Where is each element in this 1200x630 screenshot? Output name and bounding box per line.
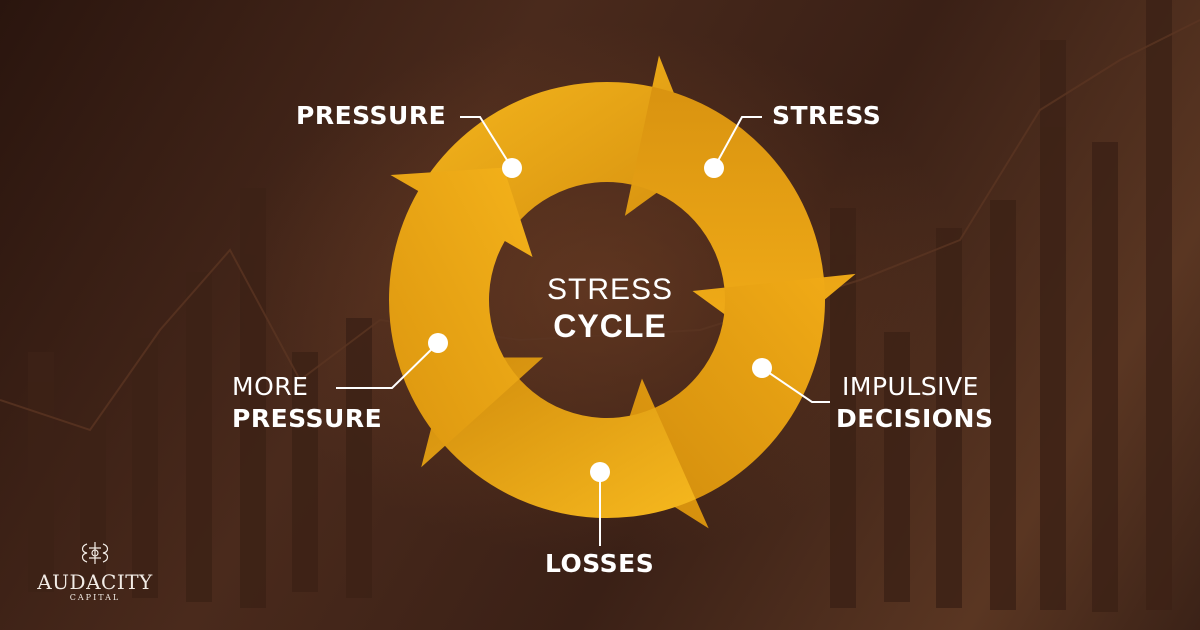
brand-name: AUDACITY [37, 570, 153, 594]
bg-bar [240, 188, 266, 608]
stage-label-impulsive-line1: IMPULSIVE [842, 372, 979, 401]
connector-impulsive [761, 367, 830, 403]
ornamental-monogram-icon [81, 542, 109, 564]
stage-dot-pressure [502, 158, 522, 178]
stage-label-stress: STRESS [772, 101, 882, 130]
bg-bar [936, 228, 962, 608]
bg-bar [1092, 142, 1118, 612]
bg-trend-line [0, 19, 1200, 432]
bg-bar [132, 338, 158, 598]
stage-dot-losses [590, 462, 610, 482]
brand-logo: AUDACITY CAPITAL [30, 540, 160, 603]
stage-label-losses: LOSSES [545, 549, 655, 578]
stage-dot-impulsive [752, 358, 772, 378]
stage-label-more-line2: PRESSURE [232, 404, 383, 433]
cycle-title-line2: CYCLE [553, 308, 667, 344]
arrow-segment-left [389, 167, 533, 446]
connector-pressure [460, 116, 513, 169]
bg-bar [1146, 0, 1172, 610]
stage-label-impulsive-line2: DECISIONS [836, 404, 994, 433]
stage-label-more-line1: MORE [232, 372, 309, 401]
bg-bar [28, 352, 54, 592]
bg-bar [80, 408, 106, 598]
bg-bar [990, 200, 1016, 610]
bg-bar [1040, 40, 1066, 610]
cycle-title: STRESS CYCLE [480, 272, 740, 344]
connector-more-pressure [336, 342, 439, 389]
bg-bar [346, 318, 372, 598]
stage-label-pressure: PRESSURE [296, 101, 447, 130]
stage-dot-more-pressure [428, 333, 448, 353]
bg-bar [884, 332, 910, 602]
bg-bar [186, 272, 212, 602]
brand-subtitle: CAPITAL [69, 593, 121, 602]
connector-stress [713, 116, 762, 169]
stage-dot-stress [704, 158, 724, 178]
bg-bar [292, 352, 318, 592]
cycle-title-line1: STRESS [546, 273, 674, 306]
